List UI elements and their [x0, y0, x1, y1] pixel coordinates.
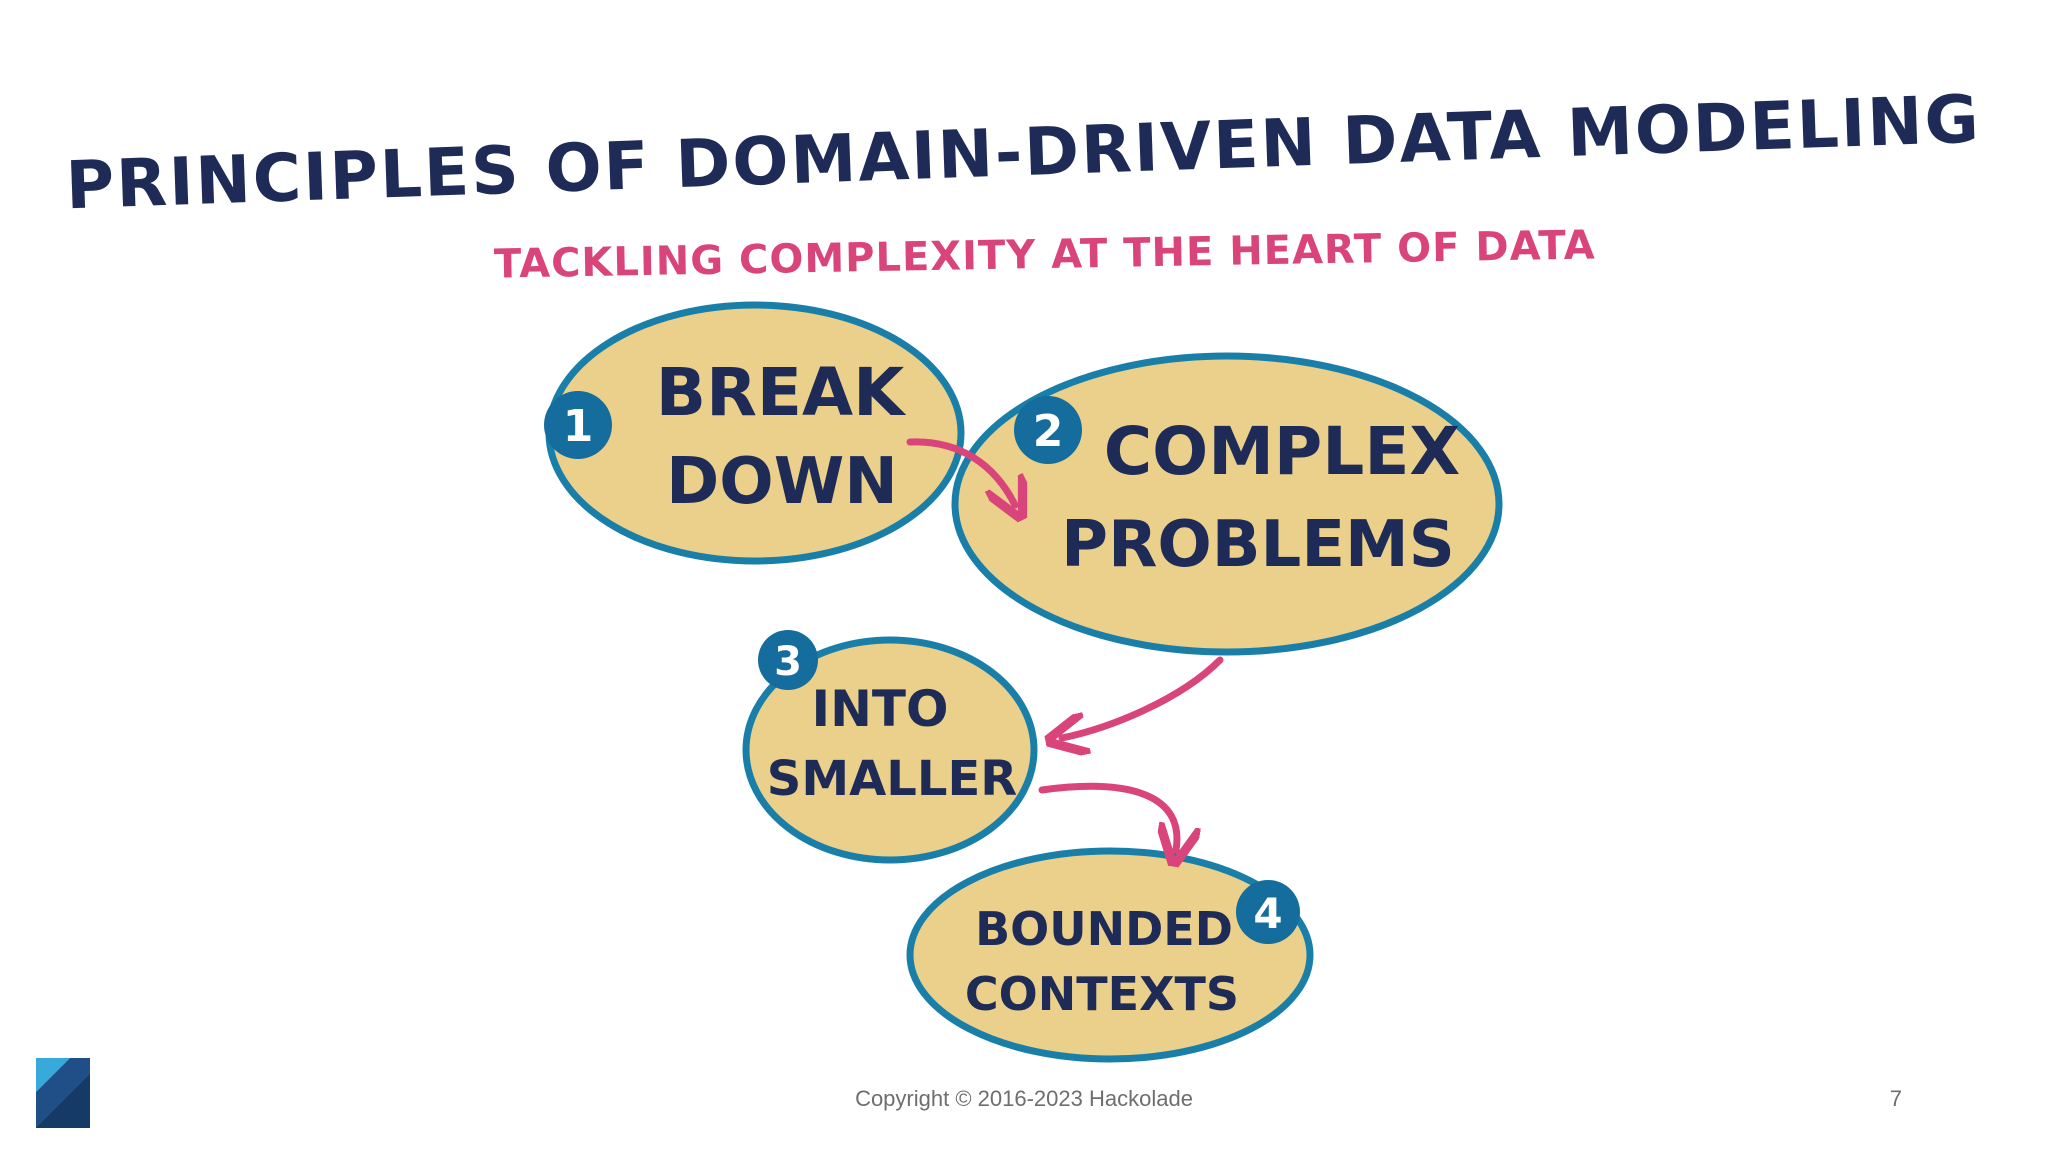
bubble-1-line1: BREAK: [656, 354, 907, 431]
arrow-1-to-2: [906, 438, 1015, 505]
badge-1-number: 1: [563, 401, 594, 452]
hackolade-logo-icon: [36, 1058, 90, 1128]
step-1-bubble: BREAK DOWN 1: [544, 301, 965, 565]
bubble-3-line2: SMALLER: [767, 751, 1017, 807]
badge-4: [1236, 880, 1300, 944]
bubble-2-shape: [951, 352, 1503, 656]
bubble-4-line2: CONTEXTS: [965, 967, 1239, 1021]
badge-1: [544, 391, 612, 459]
step-4-bubble: BOUNDED CONTEXTS 4: [906, 847, 1314, 1063]
bubble-1-line2: DOWN: [666, 445, 898, 519]
bubble-4-shape: [906, 847, 1314, 1063]
arrow-2-to-3: [1062, 656, 1224, 738]
badge-3-number: 3: [774, 639, 802, 685]
page-number: 7: [1889, 1086, 1902, 1111]
badge-2-number: 2: [1033, 406, 1064, 457]
slide-subtitle: TACKLING COMPLEXITY AT THE HEART OF DATA: [494, 222, 1596, 287]
bubble-3-line1: INTO: [811, 680, 948, 738]
bubble-4-line1: BOUNDED: [975, 902, 1233, 956]
bubble-2-line2: PROBLEMS: [1061, 508, 1455, 582]
badge-3: [758, 630, 818, 690]
step-3-bubble: INTO SMALLER 3: [742, 630, 1038, 864]
badge-2: [1014, 396, 1082, 464]
bubble-2-line1: COMPLEX: [1104, 413, 1461, 490]
step-2-bubble: COMPLEX PROBLEMS 2: [951, 352, 1503, 656]
badge-4-number: 4: [1253, 889, 1282, 938]
bubble-3-shape: [742, 636, 1038, 864]
copyright-text: Copyright © 2016-2023 Hackolade: [855, 1086, 1193, 1111]
arrow-3-to-4: [1038, 782, 1177, 850]
slide-title: PRINCIPLES OF DOMAIN-DRIVEN DATA MODELIN…: [64, 81, 1981, 225]
